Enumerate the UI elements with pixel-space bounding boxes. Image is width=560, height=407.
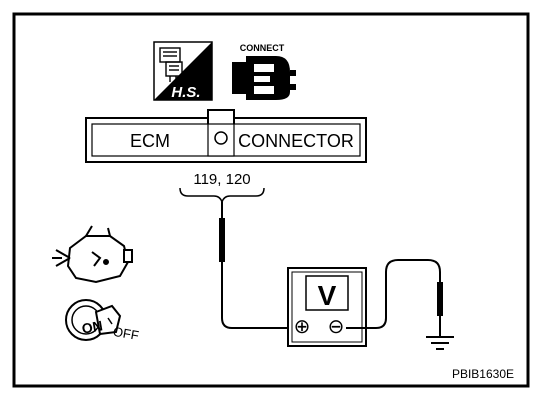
connect-label: CONNECT: [240, 43, 285, 53]
ignition-key-icon: ON OFF: [65, 299, 140, 343]
voltmeter: V ⊕ ⊖: [287, 267, 367, 347]
positive-probe: [219, 202, 292, 329]
ecm-connector: ECM CONNECTOR: [85, 109, 367, 163]
hs-badge: H.S.: [153, 41, 213, 101]
connector-right-label: CONNECTOR: [238, 131, 354, 151]
voltmeter-display: V: [318, 280, 337, 311]
hs-badge-label: H.S.: [171, 84, 200, 101]
connector-left-label: ECM: [130, 131, 170, 151]
voltmeter-negative-terminal: ⊖: [328, 316, 345, 338]
ignition-on-label: ON: [80, 317, 103, 336]
connector-plug-icon: [232, 56, 296, 100]
ground-icon: [426, 336, 454, 350]
ignition-off-label: OFF: [112, 324, 140, 343]
tool-icon: [159, 47, 183, 82]
voltmeter-positive-terminal: ⊕: [294, 316, 311, 338]
engine-icon: [52, 225, 133, 284]
diagram-frame: [12, 12, 530, 388]
terminal-brace: [179, 187, 265, 205]
connect-indicator: CONNECT: [232, 43, 296, 100]
figure-code: PBIB1630E: [452, 367, 514, 381]
negative-probe: [346, 259, 443, 336]
terminal-numbers: 119, 120: [193, 171, 250, 188]
